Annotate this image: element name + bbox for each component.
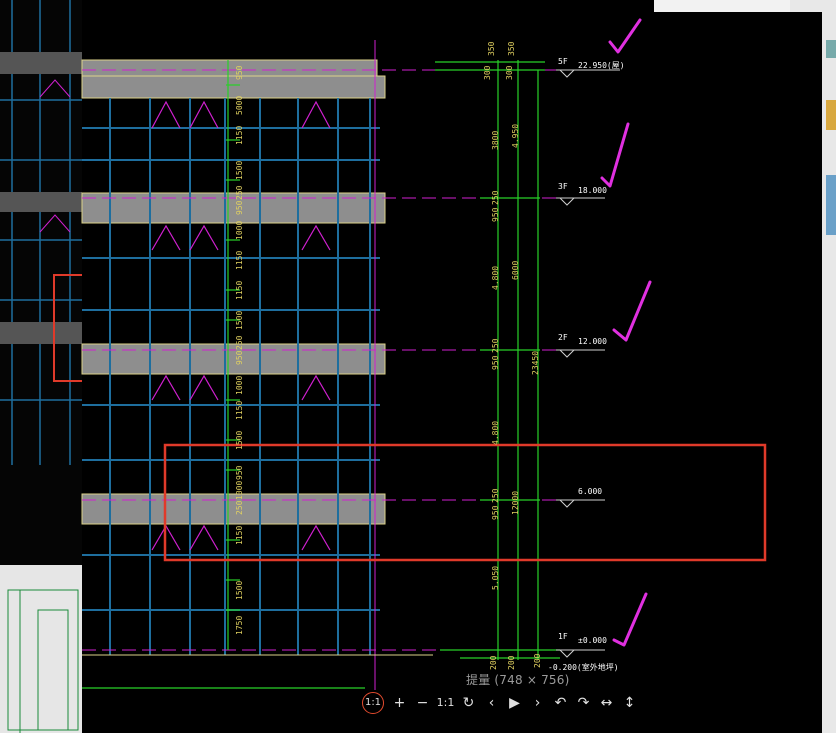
dim-right-label: 300: [483, 65, 492, 80]
dim-right-label: 950: [491, 505, 500, 520]
level-tag: 5F: [558, 57, 568, 66]
level-tag: 1F: [558, 632, 568, 641]
dim-left-label: 250: [235, 500, 244, 515]
dim-right-label: 4.800: [491, 421, 500, 445]
dim-left-label: 1750: [235, 616, 244, 635]
dim-left-label: 1150: [235, 401, 244, 420]
slab-6m: [81, 493, 386, 525]
fit-width-icon[interactable]: ↔: [600, 695, 613, 711]
check-mark-roof: [608, 18, 642, 54]
dim-left-label: 5000: [235, 96, 244, 115]
play-icon[interactable]: ▶: [509, 695, 520, 711]
dim-right-label: 300: [505, 65, 514, 80]
dim-left-label: 1500: [235, 581, 244, 600]
dim-left-label: 1150: [235, 526, 244, 545]
dim-right-label: 200: [489, 655, 498, 670]
dim-right-label: 250: [491, 338, 500, 353]
dim-left-label: 950: [235, 65, 244, 80]
dim-left-label: 1500: [235, 311, 244, 330]
slab-2f: [81, 343, 386, 375]
dim-right-label: 4.950: [511, 124, 520, 148]
slab-roof: [81, 75, 386, 99]
actual-size-button[interactable]: 1:1: [436, 696, 455, 709]
dim-right-label: 350: [487, 41, 496, 56]
dim-left-label: 950: [235, 200, 244, 215]
dim-left-label: 1150: [235, 126, 244, 145]
dim-right-label: 250: [491, 488, 500, 503]
level-elevation: 12.000: [578, 337, 607, 346]
dim-left-label: 1150: [235, 281, 244, 300]
level-tag: 2F: [558, 333, 568, 342]
dim-left-label: 1500: [235, 161, 244, 180]
dim-left-label: 1150: [235, 251, 244, 270]
dim-right-label: 12000: [511, 491, 520, 515]
dim-right-label: 5.050: [491, 566, 500, 590]
dim-left-label: 250: [235, 185, 244, 200]
level-elevation: ±0.000: [578, 636, 607, 645]
dim-left-label: 1500: [235, 431, 244, 450]
dim-left-label: 1000: [235, 376, 244, 395]
level-elevation: 22.950(屋): [578, 61, 625, 70]
dim-right-label: 950: [491, 355, 500, 370]
level-elevation: -0.200(室外地坪): [548, 662, 619, 672]
dim-left-label: 1000: [235, 221, 244, 240]
dim-right-label: 350: [507, 41, 516, 56]
fit-height-icon[interactable]: ↕: [623, 695, 636, 711]
check-mark-2f: [612, 280, 652, 342]
zoom-in-button[interactable]: +: [393, 695, 406, 711]
dim-left-label: 950: [235, 350, 244, 365]
check-mark-3f: [600, 122, 630, 188]
level-elevation: 6.000: [578, 487, 602, 496]
dim-right-label: 200: [507, 655, 516, 670]
level-tag: 3F: [558, 182, 568, 191]
zoom-out-button[interactable]: −: [416, 695, 429, 711]
image-caption: 提量 (748 × 756): [466, 673, 570, 687]
prev-icon[interactable]: ‹: [488, 695, 495, 711]
dim-right-label: 200: [533, 653, 542, 668]
undo-icon[interactable]: ↶: [554, 695, 567, 711]
dim-left-label: 250: [235, 335, 244, 350]
dim-left-label: 950: [235, 465, 244, 480]
dim-right-label: 3800: [491, 131, 500, 150]
redo-icon[interactable]: ↷: [577, 695, 590, 711]
dim-right-label: 950: [491, 207, 500, 222]
rotate-icon[interactable]: ↻: [462, 695, 475, 711]
level-elevation: 18.000: [578, 186, 607, 195]
viewer-toolbar: 1:1 + − 1:1 ↻ ‹ ▶ › ↶ ↷ ↔ ↕: [362, 692, 641, 714]
dim-left-label: 1000: [235, 481, 244, 500]
dim-right-label: 23450: [531, 351, 540, 375]
dim-right-label: 4.800: [491, 266, 500, 290]
dim-right-label: 250: [491, 190, 500, 205]
red-highlight-box: [163, 443, 767, 562]
dim-right-label: 6000: [511, 261, 520, 280]
check-mark-1f: [612, 592, 648, 647]
page-badge[interactable]: 1:1: [362, 692, 384, 714]
next-icon[interactable]: ›: [534, 695, 541, 711]
